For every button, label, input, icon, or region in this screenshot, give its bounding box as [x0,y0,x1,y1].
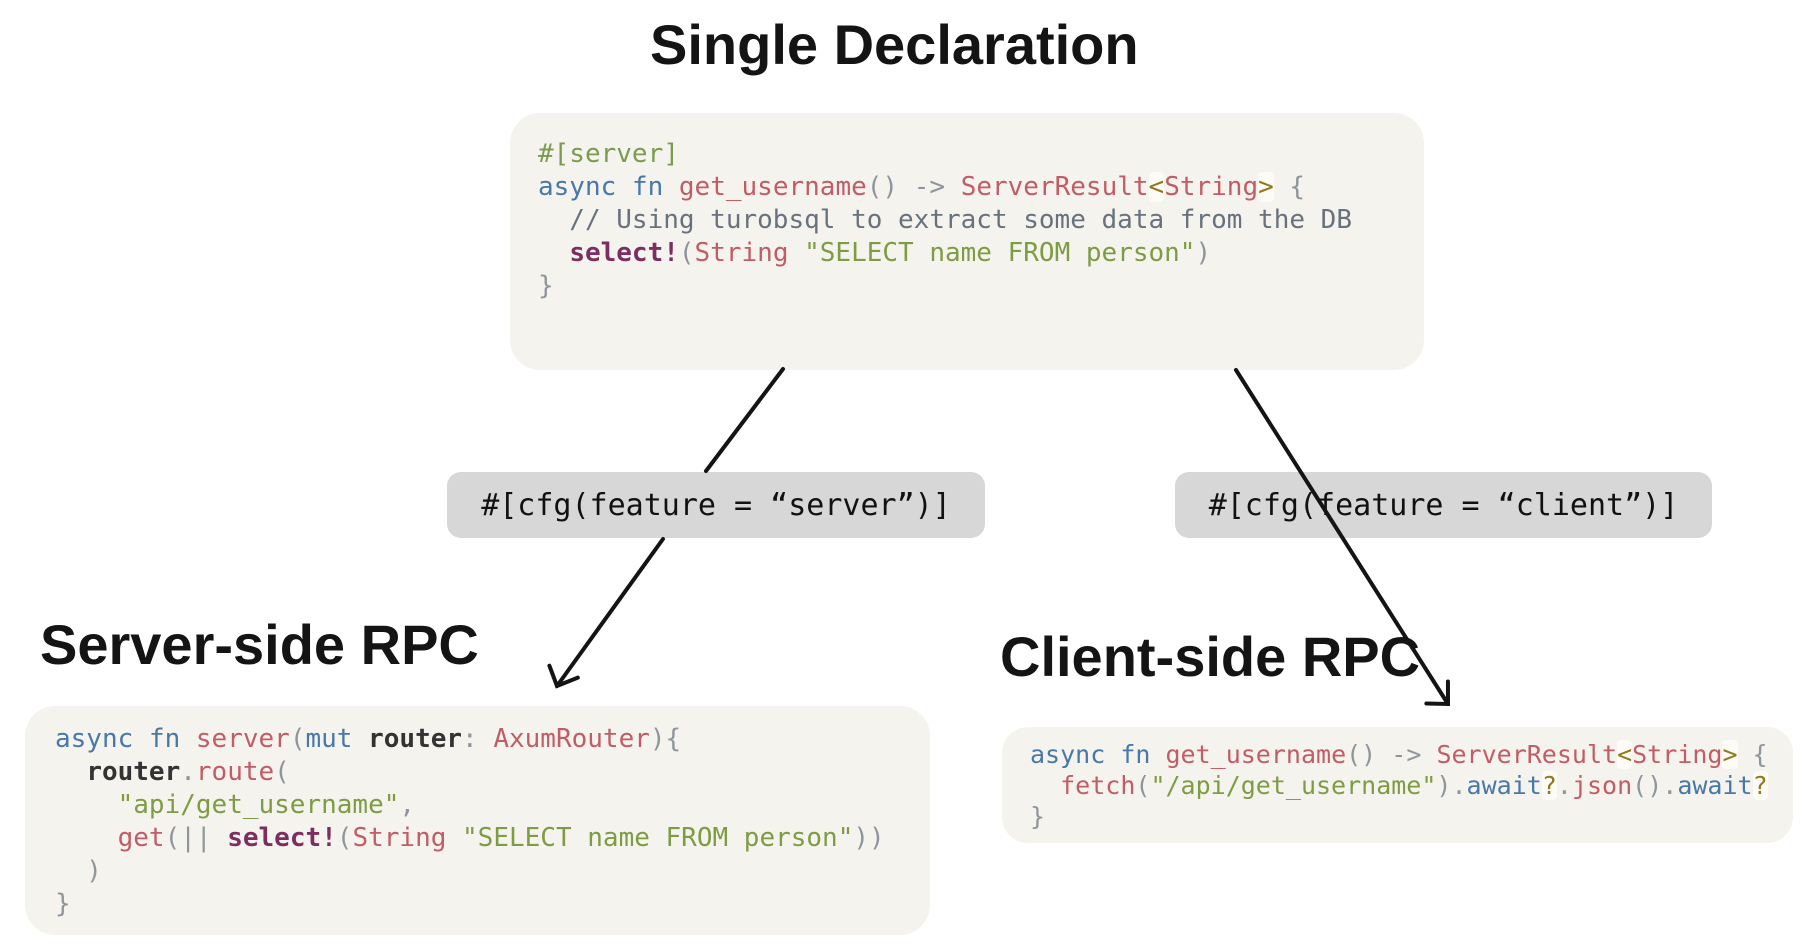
client-side-rpc-heading: Client-side RPC [1000,625,1421,688]
code-line: } [55,889,71,919]
code-line: select!(String "SELECT name FROM person"… [569,238,1212,268]
arrow-server-cfg-to-server-rpc-icon [547,537,665,689]
code-line: get(|| select!(String "SELECT name FROM … [117,823,885,853]
code-line: } [1030,802,1046,831]
code-line: ) [55,856,102,886]
cfg-feature-server-text: #[cfg(feature = “server”)] [481,487,951,523]
client-rpc-code-block: async fn get_username() -> ServerResult<… [1002,727,1793,843]
arrow-declaration-to-server-cfg-icon [704,367,785,473]
code-line: async fn get_username() -> ServerResult<… [1030,740,1768,769]
server-side-rpc-heading: Server-side RPC [40,613,479,676]
code-line: async fn server(mut router: AxumRouter){ [55,724,682,754]
code-line: router.route( [86,757,290,787]
code-line: #[server] [538,139,679,169]
code-line: async fn get_username() -> ServerResult<… [538,172,1306,202]
declaration-code-block: #[server]async fn get_username() -> Serv… [510,113,1424,370]
cfg-feature-server-label: #[cfg(feature = “server”)] [447,472,985,538]
cfg-feature-client-text: #[cfg(feature = “client”)] [1208,487,1679,523]
cfg-feature-client-label: #[cfg(feature = “client”)] [1175,472,1712,538]
code-line: fetch("/api/get_username").await?.json()… [1060,771,1768,800]
code-line: "api/get_username", [117,790,416,820]
server-rpc-code-block: async fn server(mut router: AxumRouter){… [25,706,930,935]
code-line: } [538,271,554,301]
code-line: // Using turobsql to extract some data f… [538,205,1352,235]
page-title: Single Declaration [650,13,1139,76]
